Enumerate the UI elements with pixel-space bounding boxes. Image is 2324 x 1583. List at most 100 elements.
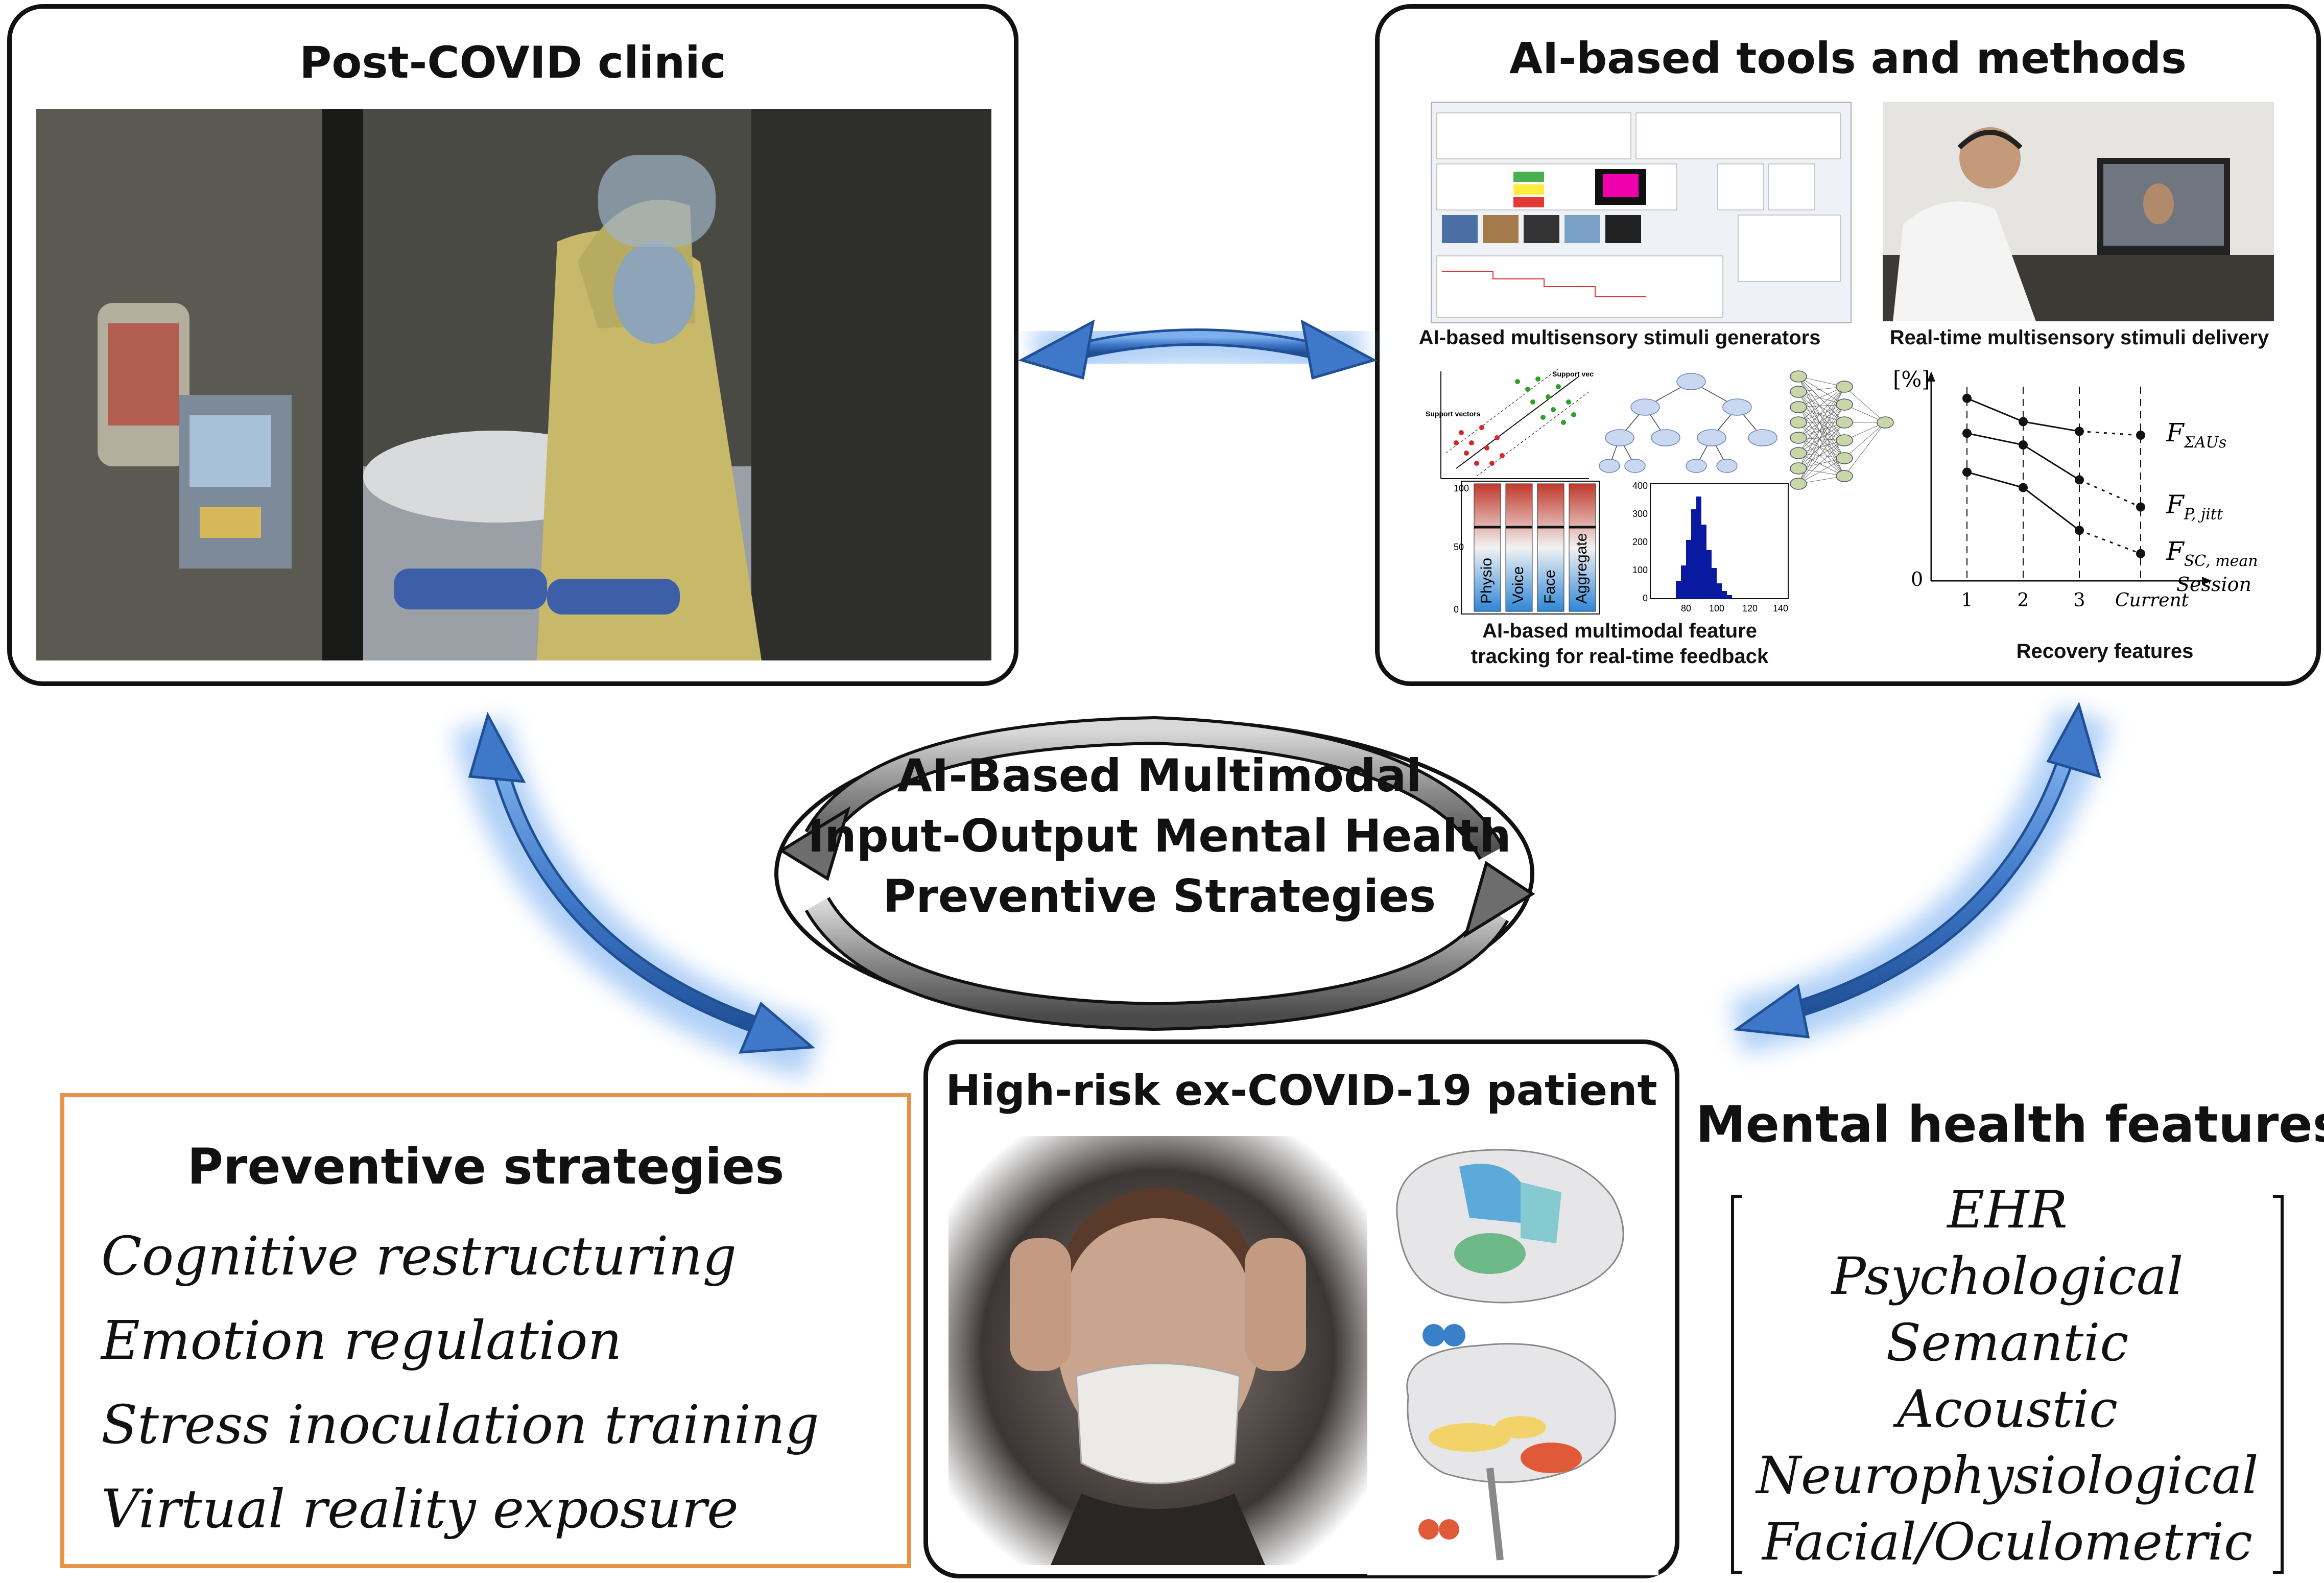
stress-bar-label: Aggregate bbox=[1573, 533, 1590, 604]
hist-y-tick-300: 300 bbox=[1632, 509, 1648, 519]
stimuli-generator-screenshot bbox=[1431, 102, 1852, 323]
feature-neurophysiological: Neurophysiological bbox=[1756, 1446, 2259, 1505]
hist-y-tick-0: 0 bbox=[1643, 593, 1648, 603]
recovery-point bbox=[2075, 526, 2084, 535]
recovery-point bbox=[1962, 467, 1972, 477]
recovery-point bbox=[2019, 483, 2028, 492]
center-title-line1: AI-Based Multimodal bbox=[897, 749, 1422, 802]
center-title: AI-Based Multimodal Input-Output Mental … bbox=[797, 746, 1522, 927]
recovery-x-tick: Current bbox=[2115, 590, 2189, 611]
hist-x-tick-140: 140 bbox=[1773, 603, 1788, 613]
nn-node bbox=[1836, 398, 1853, 411]
recovery-point bbox=[2075, 427, 2084, 436]
strategy-stress-inoculation: Stress inoculation training bbox=[101, 1393, 819, 1456]
recovery-x-tick: 2 bbox=[2018, 590, 2029, 611]
features-bracket bbox=[1731, 1195, 2284, 1574]
recovery-x-tick: 1 bbox=[1961, 590, 1973, 611]
svm-label-support-vectors-left: Support vectors bbox=[1426, 410, 1481, 418]
stress-tick-50: 50 bbox=[1454, 542, 1464, 552]
strategy-cognitive-restructuring: Cognitive restructuring bbox=[101, 1225, 737, 1287]
decision-tree-diagram bbox=[1599, 366, 1783, 479]
stress-bar bbox=[1474, 483, 1501, 612]
patient-panel: High-risk ex-COVID-19 patient bbox=[923, 1039, 1679, 1578]
arrow-clinic-to-patient bbox=[453, 712, 820, 1079]
recovery-xlabel: Session bbox=[2176, 573, 2251, 596]
preventive-strategies-title: Preventive strategies bbox=[187, 1138, 785, 1195]
preventive-strategies-box: Preventive strategies Cognitive restruct… bbox=[60, 1093, 911, 1568]
patient-photo bbox=[948, 1136, 1367, 1565]
center-cycle-graphic bbox=[705, 710, 1604, 1037]
stress-tick-0: 0 bbox=[1454, 604, 1459, 615]
nn-node bbox=[1836, 381, 1853, 393]
nn-node bbox=[1836, 416, 1853, 429]
generators-caption: AI-based multisensory stimuli generators bbox=[1418, 326, 1821, 349]
stress-bar-label: Physio bbox=[1478, 558, 1495, 604]
recovery-point bbox=[2019, 440, 2028, 450]
clinic-title: Post-COVID clinic bbox=[299, 37, 726, 88]
nn-node bbox=[1790, 447, 1807, 459]
nn-node bbox=[1790, 386, 1807, 398]
arrow-clinic-to-ai-tools bbox=[1018, 309, 1378, 385]
nn-node bbox=[1790, 462, 1807, 475]
recovery-point bbox=[2075, 475, 2084, 485]
ai-tools-panel: AI-based tools and methods AI-based mult… bbox=[1375, 4, 2321, 686]
brain-diagram bbox=[1367, 1121, 1658, 1575]
svm-plot: Support vectors Support vectors bbox=[1426, 366, 1607, 489]
center-title-line3: Preventive Strategies bbox=[883, 870, 1436, 923]
nn-node bbox=[1790, 416, 1807, 429]
recovery-point bbox=[2136, 502, 2145, 512]
patient-title: High-risk ex-COVID-19 patient bbox=[945, 1067, 1657, 1115]
recovery-caption: Recovery features bbox=[2016, 640, 2194, 663]
recovery-x-tick: 3 bbox=[2074, 590, 2085, 611]
tracking-caption-line2: tracking for real-time feedback bbox=[1471, 645, 1769, 668]
clinic-photo bbox=[36, 109, 991, 660]
feature-facial-oculometric: Facial/Oculometric bbox=[1762, 1512, 2253, 1572]
hist-x-tick-100: 100 bbox=[1709, 603, 1724, 613]
hist-x-tick-80: 80 bbox=[1681, 603, 1691, 613]
delivery-caption: Real-time multisensory stimuli delivery bbox=[1889, 326, 2269, 349]
post-covid-clinic-panel: Post-COVID clinic bbox=[7, 4, 1018, 686]
stress-bar-label: Voice bbox=[1510, 566, 1527, 604]
hist-y-tick-200: 200 bbox=[1632, 537, 1648, 547]
strategy-virtual-reality: Virtual reality exposure bbox=[101, 1478, 739, 1540]
feature-semantic: Semantic bbox=[1886, 1313, 2129, 1373]
hist-y-tick-100: 100 bbox=[1632, 565, 1648, 575]
feature-acoustic: Acoustic bbox=[1896, 1379, 2118, 1439]
recovery-point bbox=[1962, 393, 1972, 403]
nn-node bbox=[1836, 452, 1853, 464]
neural-network-diagram bbox=[1783, 366, 1901, 494]
stress-bar bbox=[1537, 483, 1564, 612]
stimuli-delivery-photo bbox=[1883, 102, 2274, 321]
nn-node bbox=[1877, 416, 1894, 429]
recovery-y-unit: [%] bbox=[1893, 367, 1930, 392]
feature-ehr: EHR bbox=[1947, 1180, 2068, 1240]
nn-node bbox=[1790, 478, 1807, 490]
stress-bar bbox=[1505, 483, 1533, 612]
nn-node bbox=[1836, 470, 1853, 482]
svm-label-support-vectors-top: Support vectors bbox=[1552, 370, 1594, 378]
arrow-ai-tools-to-patient bbox=[1730, 701, 2111, 1054]
ai-tools-title: AI-based tools and methods bbox=[1509, 33, 2187, 83]
nn-node bbox=[1790, 370, 1807, 383]
feature-psychological: Psychological bbox=[1831, 1246, 2184, 1306]
center-title-line2: Input-Output Mental Health bbox=[808, 810, 1511, 862]
recovery-point bbox=[1962, 429, 1972, 438]
hist-y-tick-400: 400 bbox=[1632, 481, 1648, 491]
nn-node bbox=[1790, 401, 1807, 413]
tracking-caption-line1: AI-based multimodal feature bbox=[1482, 620, 1757, 642]
recovery-point bbox=[2019, 417, 2028, 427]
nn-node bbox=[1836, 434, 1853, 446]
stress-bar-label: Face bbox=[1542, 570, 1558, 604]
hist-x-tick-120: 120 bbox=[1742, 603, 1758, 613]
stress-bar bbox=[1569, 483, 1596, 612]
recovery-point bbox=[2136, 549, 2145, 558]
histogram-chart: 400 300 200 100 0 80 100 120 140 bbox=[1625, 479, 1793, 617]
mental-health-features-title: Mental health features bbox=[1696, 1096, 2324, 1154]
strategy-emotion-regulation: Emotion regulation bbox=[101, 1309, 622, 1372]
recovery-point bbox=[2136, 431, 2145, 440]
recovery-y-zero: 0 bbox=[1911, 568, 1923, 590]
nn-node bbox=[1790, 432, 1807, 444]
